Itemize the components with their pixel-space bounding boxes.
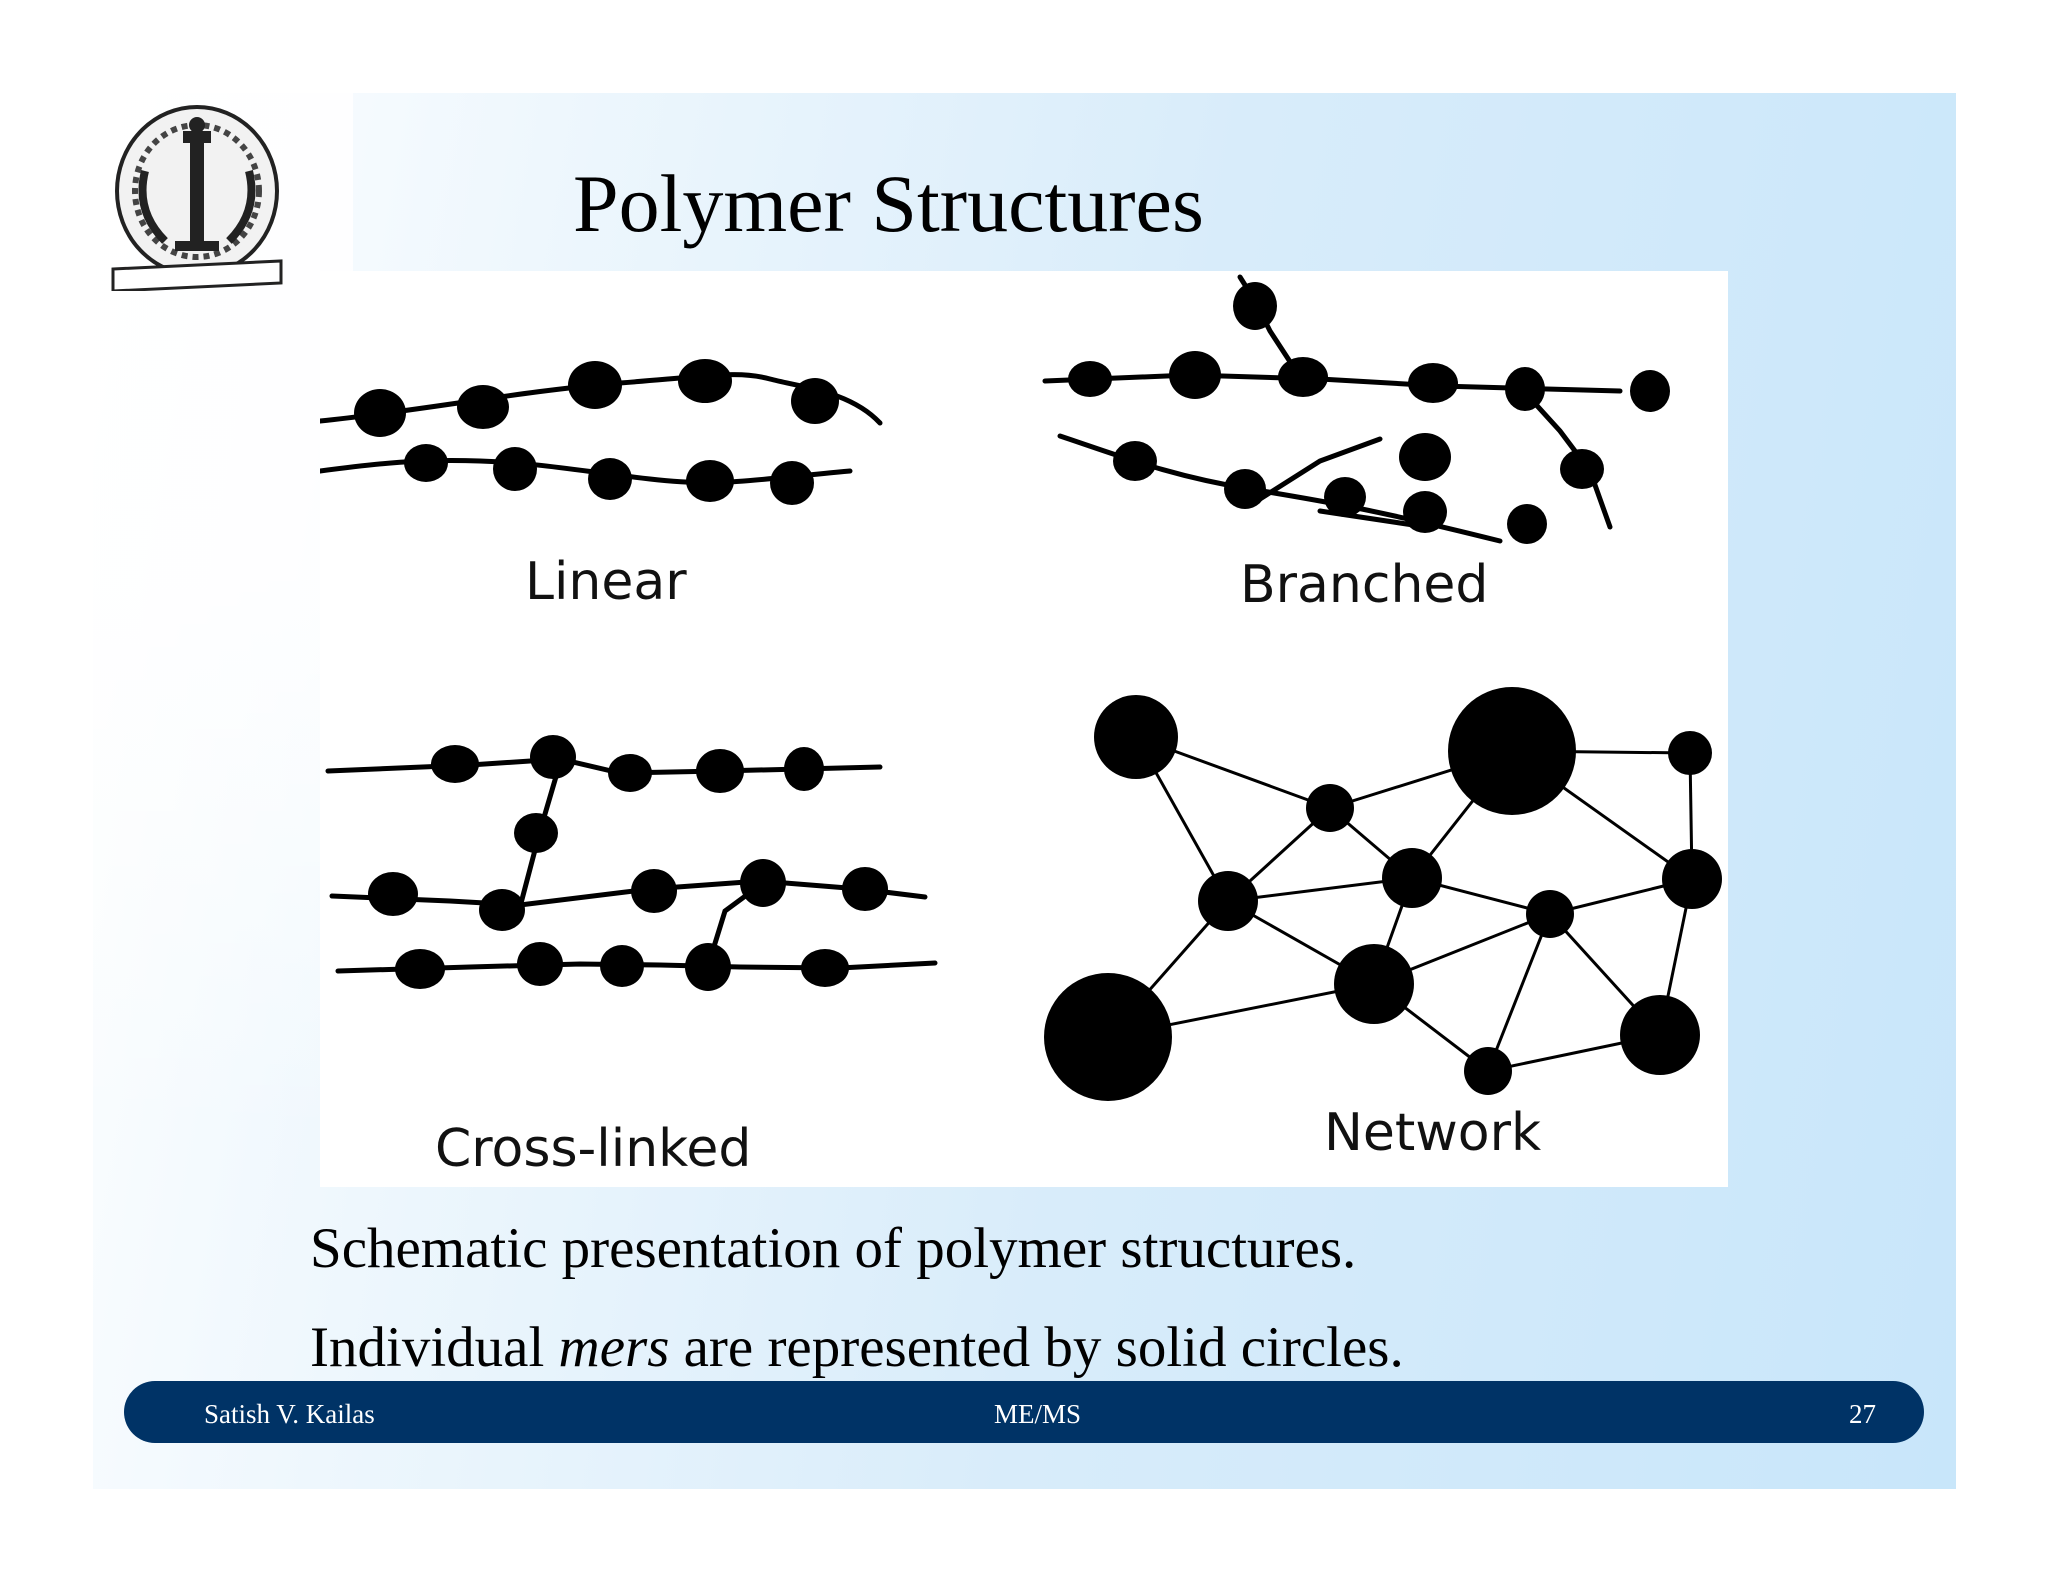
mer [685,943,731,991]
mer [588,458,632,500]
mer [678,359,732,403]
mer [784,747,824,791]
mer [1224,469,1266,509]
mer [493,447,537,491]
mer [568,361,622,409]
footer-dept: ME/MS [994,1399,1082,1429]
mers [354,282,1722,1101]
mer [1169,351,1221,399]
branched-side-2 [1257,436,1383,502]
slide-title: Polymer Structures [573,158,1204,249]
mer [740,859,786,907]
mer [1560,449,1604,489]
polymer-structures-figure: Linear Branched Cross-linked Network [320,271,1728,1187]
mer [368,872,418,916]
caption-line-2-after: are represented by solid circles. [669,1316,1404,1379]
mer [457,385,509,429]
mer [1094,695,1178,779]
panel-label-linear: Linear [525,552,687,612]
mer [696,749,744,793]
mer [600,945,644,987]
caption-line-1: Schematic presentation of polymer struct… [310,1217,1357,1280]
mer [1668,731,1712,775]
crosslinked-chain-2 [329,878,928,908]
mer [1408,363,1458,403]
mer [686,460,734,502]
mer [1198,871,1258,931]
mer [404,444,448,482]
mer [530,735,576,779]
caption-line-2-before: Individual [310,1316,559,1379]
mer [1403,491,1447,533]
mer [791,378,839,424]
mer [1620,995,1700,1075]
panel-label-cross-linked: Cross-linked [435,1119,752,1179]
mer [1507,504,1547,544]
mer [479,889,525,931]
mer [801,949,849,987]
mer [1233,282,1277,330]
footer-bar: Satish V. Kailas ME/MS 27 [124,1381,1924,1443]
mer [1505,367,1545,411]
mer [1662,849,1722,909]
caption-line-2-italic: mers [558,1316,670,1379]
mer [1526,890,1574,938]
footer-author: Satish V. Kailas [204,1399,375,1429]
mer [1068,361,1112,397]
mer [1399,433,1451,481]
panel-label-network: Network [1324,1103,1542,1163]
mer [1324,477,1366,517]
mer [1630,370,1670,412]
mer [1334,944,1414,1024]
mer [1464,1047,1512,1095]
mer [514,813,558,853]
mer [1278,357,1328,397]
mer [517,942,563,986]
mer [1113,441,1157,481]
mer [608,754,652,792]
mer [1044,973,1172,1101]
mer [354,389,406,437]
institute-seal-icon [111,105,283,291]
polymer-diagram [320,274,1722,1101]
mer [1306,784,1354,832]
mer [770,461,814,505]
mer [1448,687,1576,815]
footer-page-number: 27 [1849,1399,1876,1429]
slide: Polymer Structures [93,93,1956,1489]
mer [631,869,677,913]
mer [1382,848,1442,908]
mer [842,867,888,911]
mer [395,949,445,989]
panel-label-branched: Branched [1240,555,1489,615]
caption-line-2: Individual mers are represented by solid… [310,1319,1404,1376]
mer [431,745,479,783]
